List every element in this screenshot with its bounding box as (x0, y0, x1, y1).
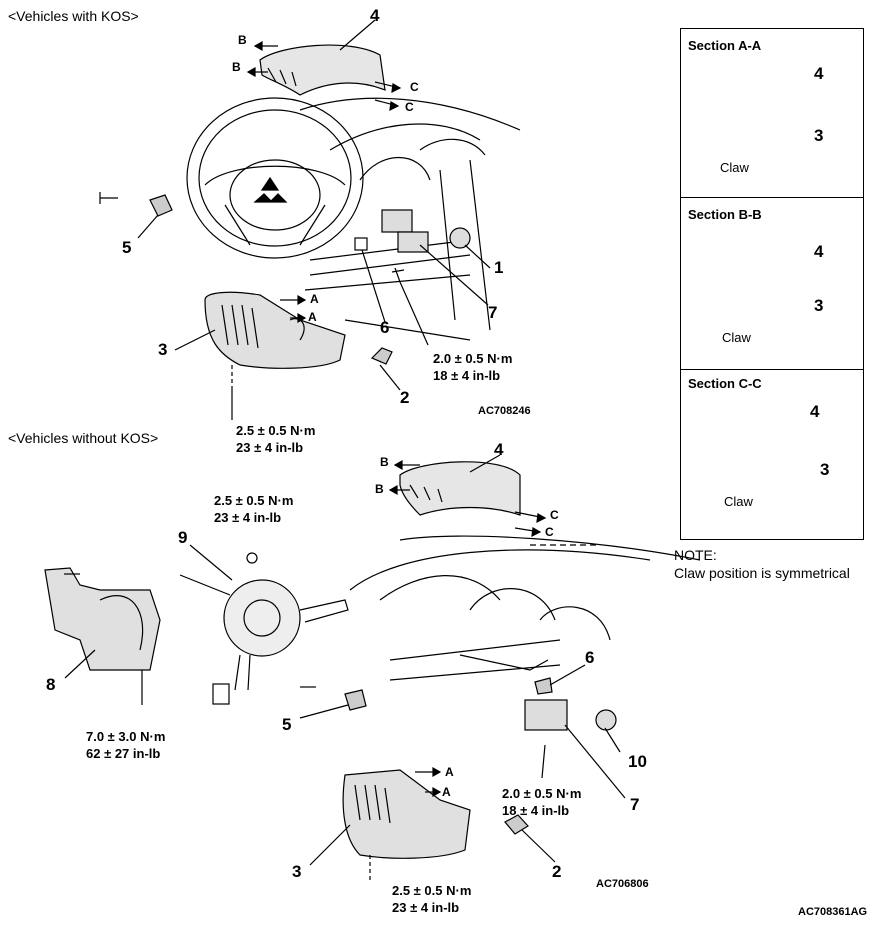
section-b-label-3: 3 (814, 296, 824, 315)
bottom-torque-bottom-nm: 2.5 ± 0.5 N·m (392, 883, 472, 898)
section-b-title: Section B-B (688, 207, 762, 222)
top-dashboard-outline (299, 97, 521, 341)
section-b-claw: Claw (722, 330, 751, 345)
top-torque-b-nm: 2.5 ± 0.5 N·m (236, 423, 316, 438)
top-torque-b: 2.5 ± 0.5 N·m 23 ± 4 in-lb (236, 422, 315, 456)
section-c-title: Section C-C (688, 376, 762, 391)
top-callout-7: 7 (488, 303, 498, 322)
top-direction-arrows (231, 40, 402, 392)
section-divider-1 (681, 197, 863, 198)
bottom-arrow-c1: C (550, 508, 559, 522)
top-lower-column-cover (204, 291, 346, 369)
bottom-arrow-b2: B (375, 482, 384, 496)
bottom-column-switch (179, 552, 349, 705)
section-a-claw: Claw (720, 160, 749, 175)
section-c-label-3: 3 (820, 460, 830, 479)
top-arrow-a1: A (310, 292, 319, 306)
bottom-left-cover-bracket (44, 567, 161, 705)
bottom-callout-10: 10 (628, 752, 647, 771)
top-callout-1: 1 (494, 258, 504, 277)
bottom-torque-left-nm: 7.0 ± 3.0 N·m (86, 729, 166, 744)
top-torque-b-inlb: 23 ± 4 in-lb (236, 440, 304, 455)
top-torque-a: 2.0 ± 0.5 N·m 18 ± 4 in-lb (433, 350, 512, 384)
bottom-torque-right-nm: 2.0 ± 0.5 N·m (502, 786, 582, 801)
bottom-ignition-parts (300, 654, 617, 835)
top-callout-6: 6 (380, 318, 390, 337)
note-label: NOTE: (674, 547, 717, 563)
top-upper-column-cover (259, 44, 386, 96)
bottom-callout-8: 8 (46, 675, 56, 694)
section-a-label-3: 3 (814, 126, 824, 145)
bottom-callout-4: 4 (494, 440, 504, 459)
bottom-torque-bottom-inlb: 23 ± 4 in-lb (392, 900, 460, 915)
header-with-kos: <Vehicles with KOS> (8, 8, 139, 24)
bottom-torque-right: 2.0 ± 0.5 N·m 18 ± 4 in-lb (502, 785, 581, 819)
bottom-figure-code: AC706806 (596, 878, 649, 890)
note-block: NOTE: Claw position is symmetrical (674, 546, 850, 582)
bottom-torque-right-inlb: 18 ± 4 in-lb (502, 803, 570, 818)
bottom-callout-7: 7 (630, 795, 640, 814)
bottom-arrow-a2: A (442, 785, 451, 799)
bottom-torque-top-inlb: 23 ± 4 in-lb (214, 510, 282, 525)
top-callout-5: 5 (122, 238, 132, 257)
top-callout-2: 2 (400, 388, 410, 407)
top-leader-lines (137, 19, 491, 420)
bottom-torque-bottom: 2.5 ± 0.5 N·m 23 ± 4 in-lb (392, 882, 471, 916)
section-divider-2 (681, 369, 863, 370)
top-torque-a-inlb: 18 ± 4 in-lb (433, 368, 501, 383)
top-figure-code: AC708246 (478, 405, 531, 417)
header-without-kos: <Vehicles without KOS> (8, 430, 159, 446)
top-arrow-c2: C (405, 100, 414, 114)
bottom-torque-left: 7.0 ± 3.0 N·m 62 ± 27 in-lb (86, 728, 165, 762)
bottom-torque-top-nm: 2.5 ± 0.5 N·m (214, 493, 294, 508)
bottom-leader-lines (64, 454, 626, 866)
bottom-arrow-b1: B (380, 455, 389, 469)
top-arrow-c1: C (410, 80, 419, 94)
bottom-lower-column-cover (342, 769, 471, 859)
section-a-label-4: 4 (814, 64, 824, 83)
master-figure-code: AC708361AG (798, 906, 868, 918)
top-steering-wheel (186, 97, 364, 259)
bottom-direction-arrows (369, 459, 600, 880)
bottom-callout-3: 3 (292, 862, 302, 881)
note-text: Claw position is symmetrical (674, 565, 850, 581)
top-arrow-b1: B (238, 33, 247, 47)
bottom-torque-top: 2.5 ± 0.5 N·m 23 ± 4 in-lb (214, 492, 293, 526)
bottom-dashboard-outline (349, 535, 701, 681)
bottom-torque-left-inlb: 62 ± 27 in-lb (86, 746, 161, 761)
bottom-callout-9: 9 (178, 528, 188, 547)
top-ignition-switch-parts (99, 192, 471, 365)
top-arrow-a2: A (308, 310, 317, 324)
sections-panel (680, 28, 864, 540)
section-a-title: Section A-A (688, 38, 762, 53)
bottom-arrow-c2: C (545, 525, 554, 539)
section-c-claw: Claw (724, 494, 753, 509)
bottom-upper-column-cover (399, 461, 521, 516)
bottom-callout-5: 5 (282, 715, 292, 734)
top-torque-a-nm: 2.0 ± 0.5 N·m (433, 351, 513, 366)
bottom-arrow-a1: A (445, 765, 454, 779)
section-b-label-4: 4 (814, 242, 824, 261)
top-callout-3: 3 (158, 340, 168, 359)
bottom-callout-2: 2 (552, 862, 562, 881)
bottom-callout-6: 6 (585, 648, 595, 667)
top-arrow-b2: B (232, 60, 241, 74)
section-c-label-4: 4 (810, 402, 820, 421)
top-callout-4: 4 (370, 6, 380, 25)
